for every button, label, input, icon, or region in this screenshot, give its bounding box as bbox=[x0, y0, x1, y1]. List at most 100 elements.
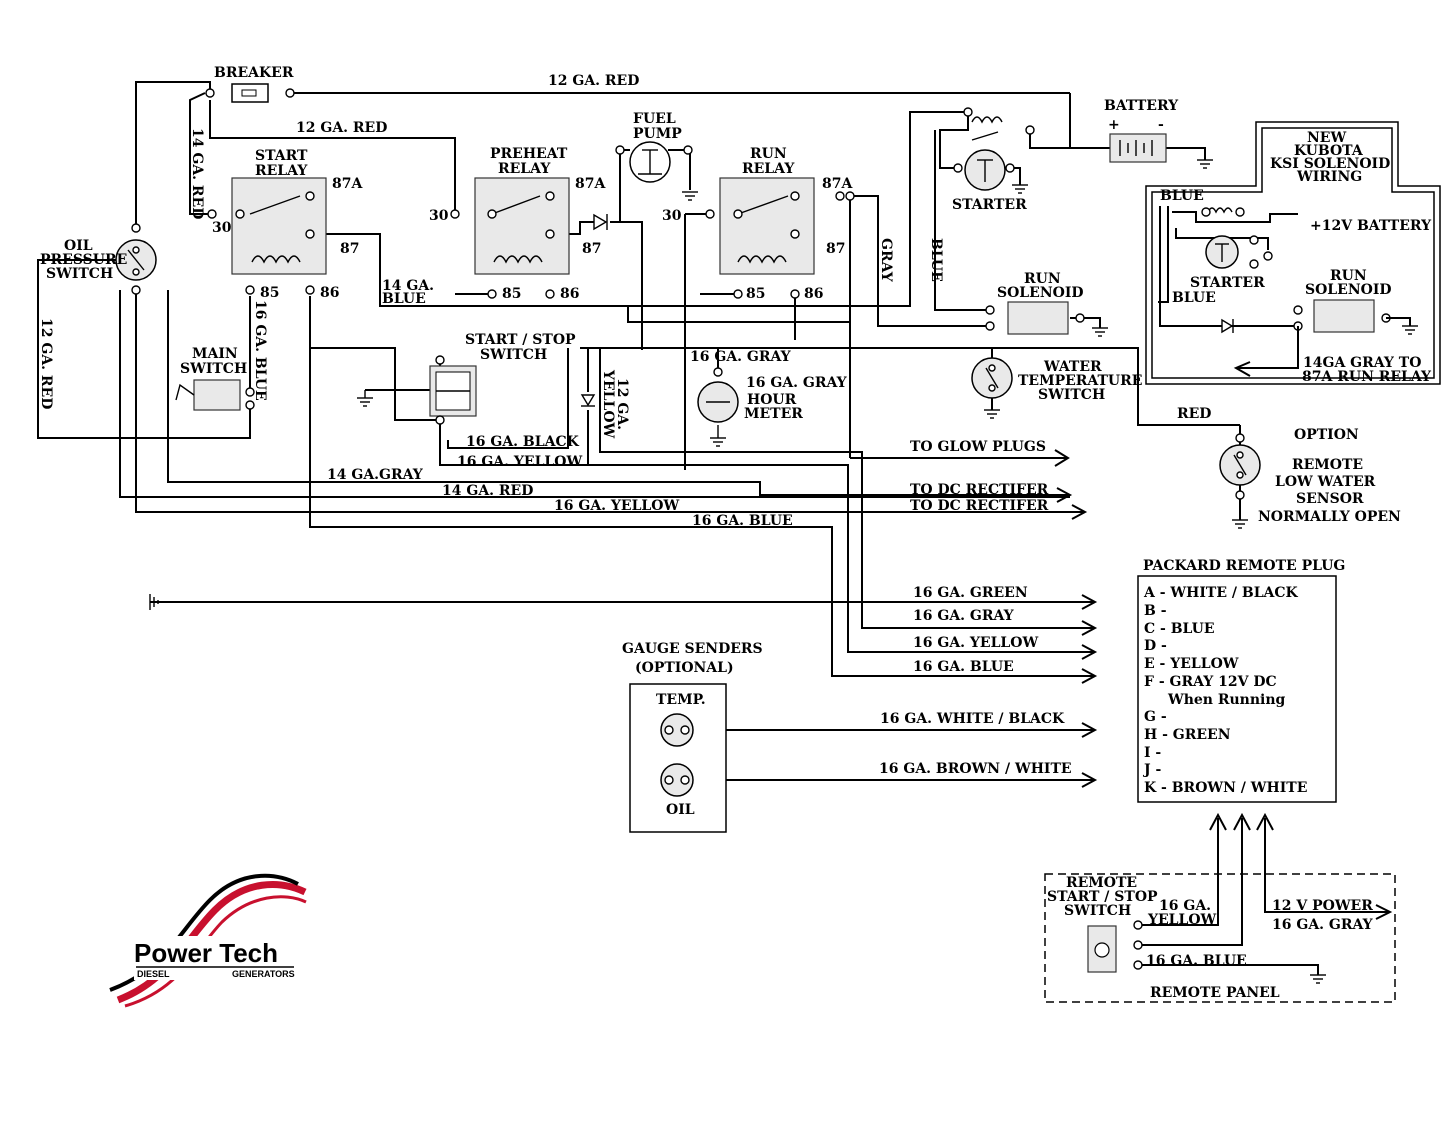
packard-pin-a: A - WHITE / BLACK bbox=[1143, 585, 1299, 601]
wire-red-12-left: 12 GA. RED bbox=[38, 318, 54, 409]
wire-yellow-16: 16 GA. YELLOW bbox=[554, 498, 679, 514]
option-line-3: SENSOR bbox=[1296, 491, 1364, 507]
kubota-title-4: WIRING bbox=[1296, 169, 1362, 185]
water-temp-label-1: WATER bbox=[1043, 359, 1102, 375]
wire-brown-white: 16 GA. BROWN / WHITE bbox=[879, 761, 1072, 777]
run-relay-pin-86: 86 bbox=[804, 286, 823, 302]
starter: STARTER bbox=[952, 107, 1035, 213]
oil-pressure-label-1: OIL bbox=[64, 238, 93, 254]
wire-blue-16: 16 GA. BLUE bbox=[692, 513, 793, 529]
wire-white-black: 16 GA. WHITE / BLACK bbox=[880, 711, 1065, 727]
breaker-label: BREAKER bbox=[214, 65, 294, 81]
packard-pin-k: K - BROWN / WHITE bbox=[1144, 780, 1307, 796]
kubota-title-2: KUBOTA bbox=[1294, 143, 1364, 159]
battery-label: BATTERY bbox=[1104, 98, 1179, 114]
wire-red-14-vert: 14 GA. RED bbox=[189, 128, 205, 219]
packard-pin-d: D - bbox=[1144, 638, 1167, 654]
oil-pressure-label-2: PRESSURE bbox=[40, 252, 127, 268]
preheat-relay-pin-87a: 87A bbox=[575, 176, 606, 192]
wire-gray: GRAY bbox=[878, 238, 894, 283]
logo-generators: GENERATORS bbox=[232, 969, 295, 979]
hour-meter-label-1: HOUR bbox=[747, 392, 797, 408]
starter-label: STARTER bbox=[952, 197, 1027, 213]
out-yellow: 16 GA. YELLOW bbox=[913, 635, 1038, 651]
run-solenoid-label-1: RUN bbox=[1024, 271, 1061, 287]
main-switch-label-1: MAIN bbox=[192, 346, 238, 362]
battery: BATTERY + - bbox=[1104, 98, 1179, 163]
fuel-pump: FUEL PUMP bbox=[593, 111, 693, 231]
wire-yellow-12-2: YELLOW bbox=[600, 369, 616, 439]
main-switch: MAIN SWITCH bbox=[175, 346, 255, 411]
fuel-pump-label-1: FUEL bbox=[633, 111, 676, 127]
kubota-inset: NEW KUBOTA KSI SOLENOID WIRING BLUE +12V… bbox=[1145, 121, 1441, 385]
option-line-2: LOW WATER bbox=[1275, 474, 1376, 490]
packard-pin-i: I - bbox=[1144, 745, 1161, 761]
run-relay-label-2: RELAY bbox=[742, 161, 795, 177]
power-tech-logo: Power Tech DIESEL GENERATORS bbox=[109, 873, 307, 1008]
packard-remote-plug: PACKARD REMOTE PLUG A - WHITE / BLACK B … bbox=[1137, 558, 1345, 803]
wire-black-16: 16 GA. BLACK bbox=[466, 434, 580, 450]
packard-pin-j: J - bbox=[1142, 762, 1161, 778]
run-relay-pin-87a: 87A bbox=[822, 176, 853, 192]
kubota-title-1: NEW bbox=[1307, 130, 1346, 146]
packard-pin-g: G - bbox=[1144, 709, 1167, 725]
kubota-blue-bottom: BLUE bbox=[1172, 290, 1216, 306]
start-relay-label-2: RELAY bbox=[255, 163, 308, 179]
wire-labels: 12 GA. RED 14 GA. RED 12 GA. RED 16 GA. … bbox=[38, 120, 1072, 777]
packard-pin-b: B - bbox=[1144, 603, 1167, 619]
fuel-pump-label-2: PUMP bbox=[633, 126, 682, 142]
out-green: 16 GA. GREEN bbox=[913, 585, 1028, 601]
packard-pin-h: H - GREEN bbox=[1144, 727, 1231, 743]
oil-pressure-switch: OIL PRESSURE SWITCH bbox=[40, 223, 157, 295]
wire-blue-16-vert: 16 GA. BLUE bbox=[252, 300, 268, 401]
kubota-battery: +12V BATTERY bbox=[1310, 218, 1432, 234]
battery-minus: - bbox=[1158, 117, 1164, 133]
logo-brand: Power Tech bbox=[134, 938, 278, 968]
wire-gray-16-top: 16 GA. GRAY bbox=[690, 349, 792, 365]
preheat-relay-pin-86: 86 bbox=[560, 286, 579, 302]
remote-switch-label-1: REMOTE bbox=[1066, 875, 1137, 891]
to-dc-rectifier-2: TO DC RECTIFER bbox=[910, 498, 1049, 514]
temp-sender-label: TEMP. bbox=[656, 692, 706, 708]
start-relay-label-1: START bbox=[255, 148, 308, 164]
remote-panel: REMOTE START / STOP SWITCH 16 GA. YELLOW… bbox=[1044, 873, 1396, 1003]
remote-low-water-sensor: RED OPTION REMOTE LOW WATER SENSOR NORMA… bbox=[1177, 406, 1401, 525]
wires bbox=[37, 81, 1390, 975]
logo-diesel: DIESEL bbox=[137, 969, 170, 979]
start-relay-pin-85: 85 bbox=[260, 285, 279, 301]
run-relay: RUN RELAY 87A 30 87 85 86 bbox=[662, 146, 855, 302]
wire-yellow-12-1: 12 GA. bbox=[614, 378, 630, 430]
option-title: OPTION bbox=[1294, 427, 1359, 443]
kubota-run-solenoid-2: SOLENOID bbox=[1305, 282, 1392, 298]
hour-meter-label-2: METER bbox=[744, 406, 803, 422]
packard-title: PACKARD REMOTE PLUG bbox=[1143, 558, 1345, 574]
gauge-senders: GAUGE SENDERS (OPTIONAL) TEMP. OIL bbox=[622, 641, 763, 833]
start-relay-pin-30: 30 bbox=[212, 220, 232, 236]
wire-red-12b: 12 GA. RED bbox=[296, 120, 387, 136]
remote-power-2: 16 GA. GRAY bbox=[1272, 917, 1374, 933]
hour-meter: HOUR METER bbox=[697, 367, 803, 423]
kubota-starter: STARTER bbox=[1190, 275, 1265, 291]
gauge-senders-label-1: GAUGE SENDERS bbox=[622, 641, 763, 657]
battery-plus: + bbox=[1108, 117, 1120, 133]
start-relay: START RELAY 87A 30 87 85 86 bbox=[207, 148, 363, 301]
water-temp-switch: WATER TEMPERATURE SWITCH bbox=[971, 357, 1142, 403]
to-glow-plugs: TO GLOW PLUGS bbox=[910, 439, 1046, 455]
remote-switch-label-3: SWITCH bbox=[1064, 903, 1131, 919]
main-switch-label-2: SWITCH bbox=[180, 361, 247, 377]
preheat-relay-label-1: PREHEAT bbox=[490, 146, 568, 162]
wire-yellow-16-sw: 16 GA. YELLOW bbox=[457, 454, 582, 470]
kubota-run-solenoid-1: RUN bbox=[1330, 268, 1367, 284]
arrowheads bbox=[1054, 361, 1393, 920]
water-temp-label-3: SWITCH bbox=[1038, 387, 1105, 403]
wire-blue-14-2: BLUE bbox=[382, 291, 426, 307]
option-line-1: REMOTE bbox=[1292, 457, 1363, 473]
wire-red-label: RED bbox=[1177, 406, 1211, 422]
breaker: BREAKER 12 GA. RED bbox=[205, 65, 639, 103]
out-gray: 16 GA. GRAY bbox=[913, 608, 1015, 624]
preheat-relay-label-2: RELAY bbox=[498, 161, 551, 177]
run-relay-pin-87: 87 bbox=[826, 241, 845, 257]
ground-symbols bbox=[149, 159, 1326, 984]
start-relay-pin-87: 87 bbox=[340, 241, 359, 257]
